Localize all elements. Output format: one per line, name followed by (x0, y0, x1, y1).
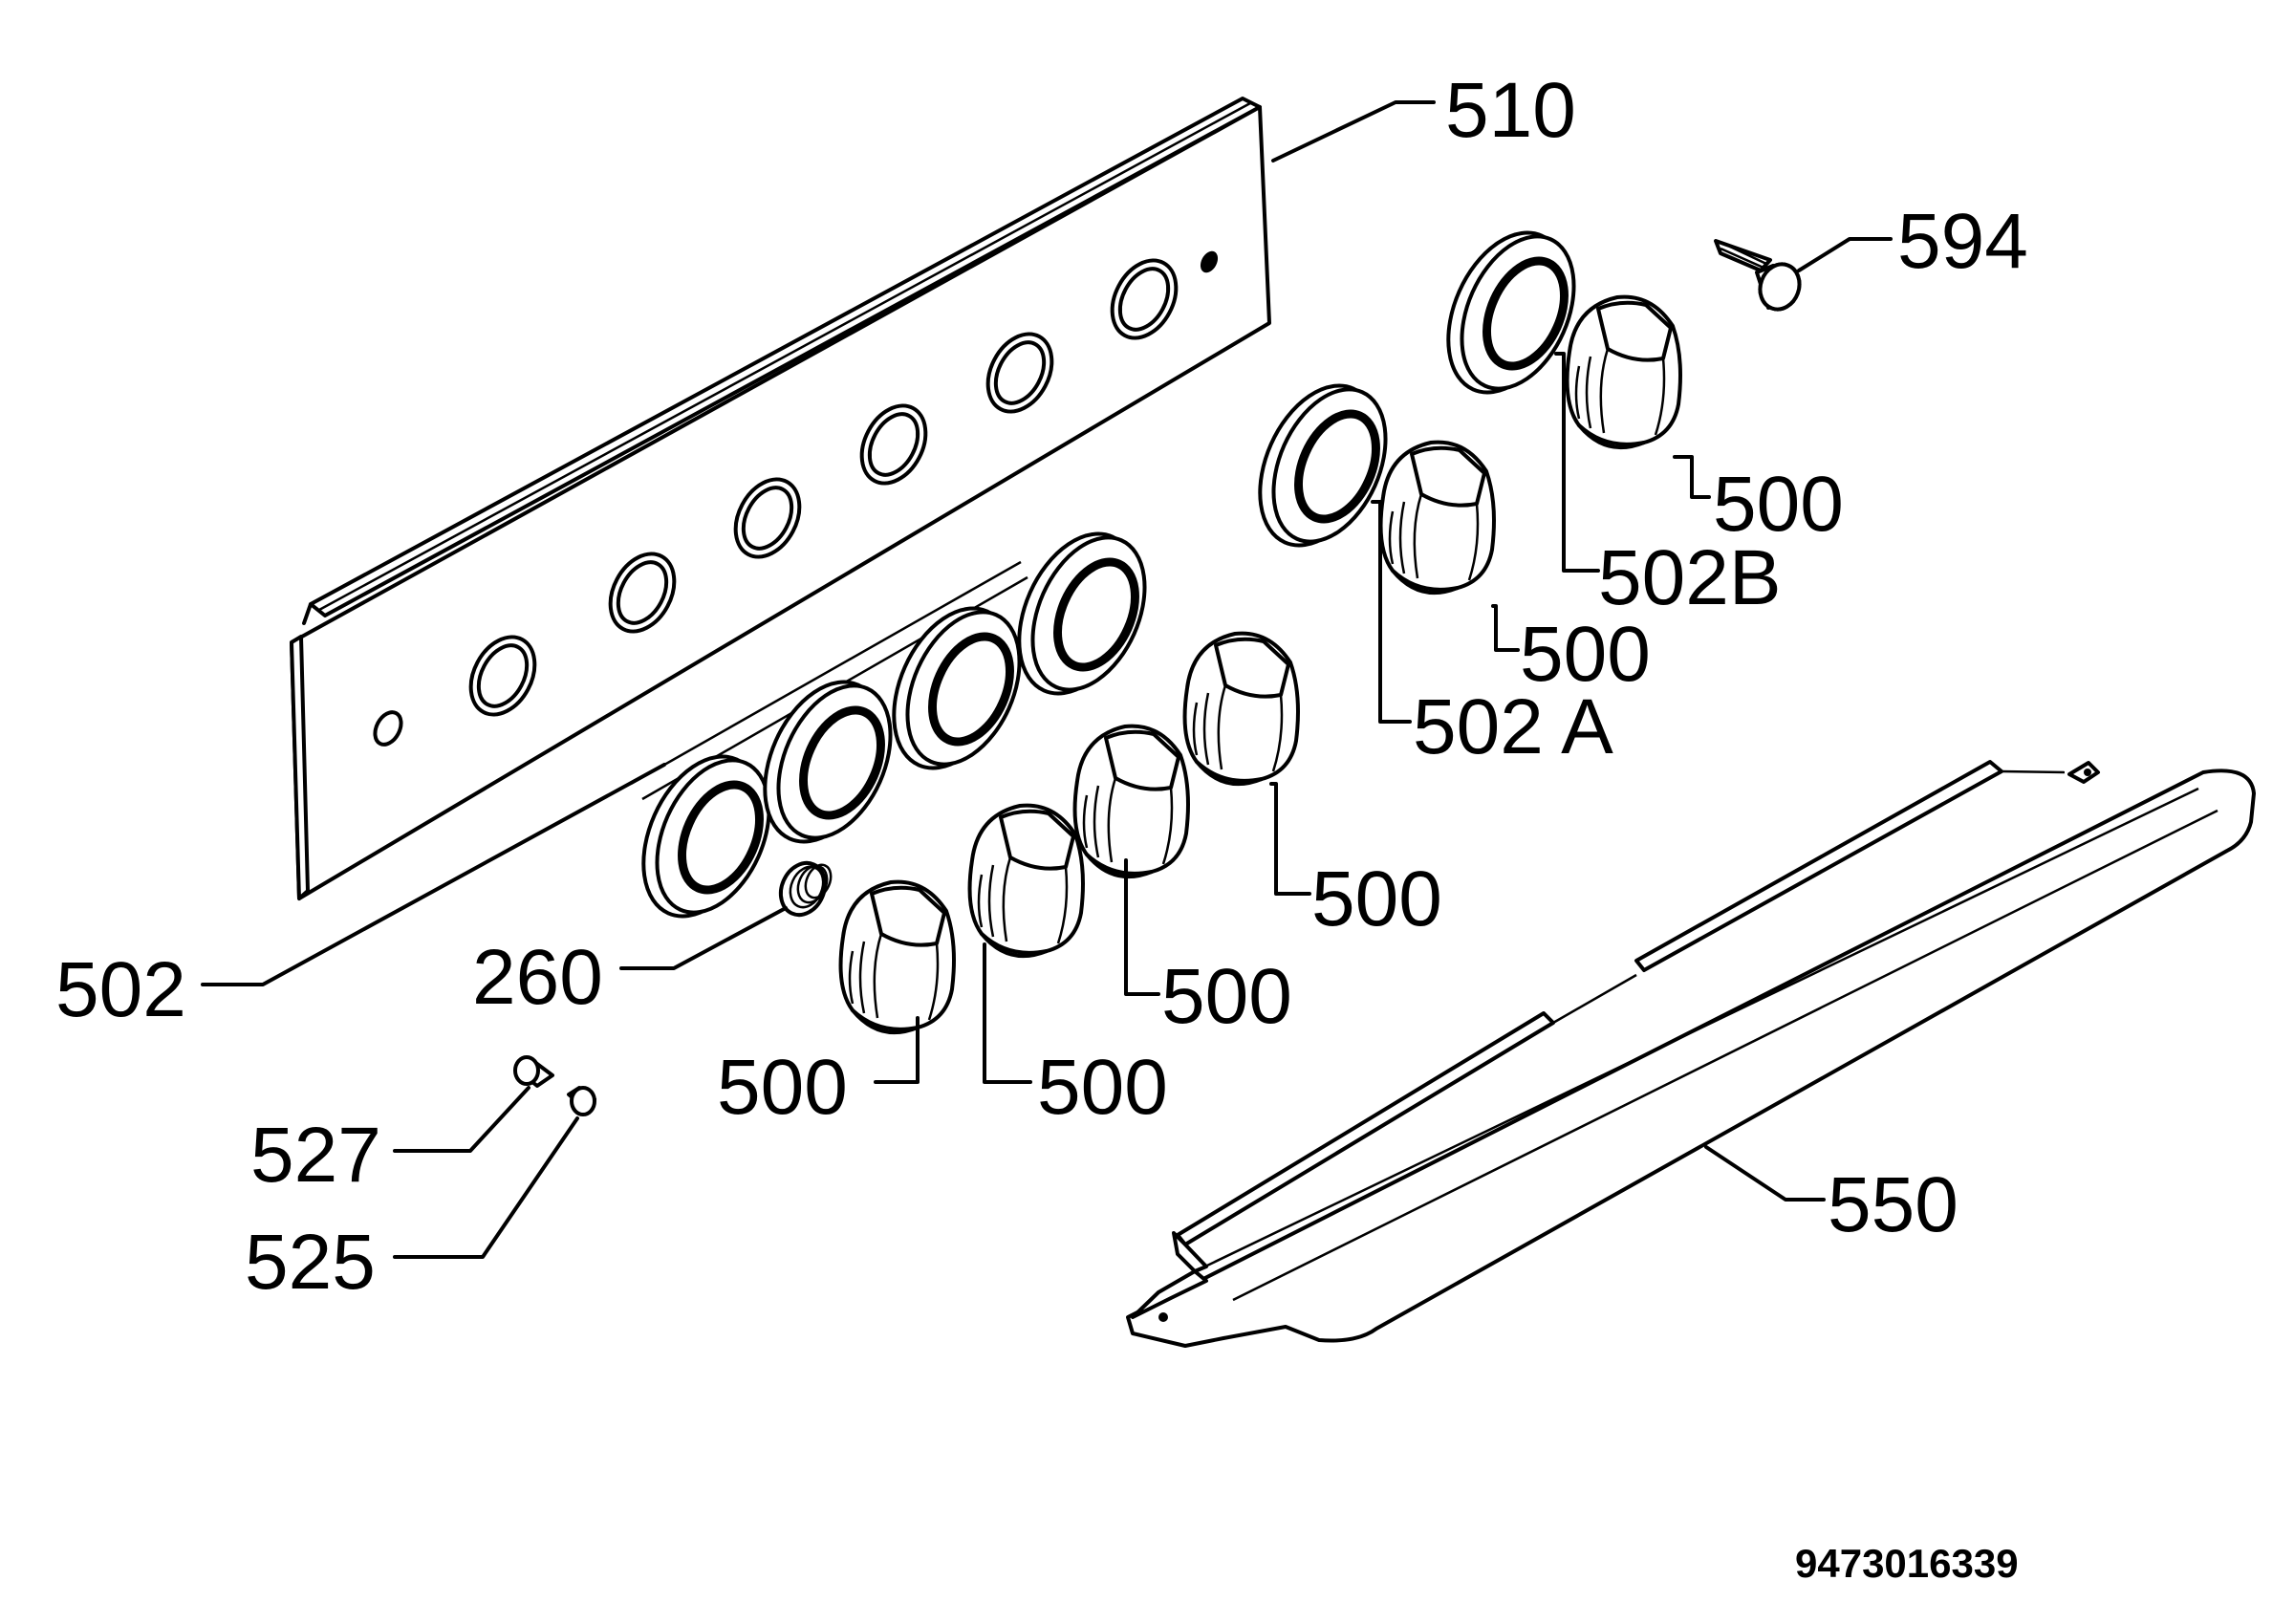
bezel-ring-502b (1446, 230, 1576, 395)
label-500-a: 500 (1713, 461, 1844, 548)
bezel-ring (763, 680, 893, 844)
document-number: 9473016339 (1795, 1541, 2019, 1586)
label-502: 502 (55, 946, 186, 1033)
label-527: 527 (250, 1112, 381, 1199)
control-knob (1378, 440, 1496, 595)
indicator-cap-525 (567, 1086, 596, 1116)
ignition-button-594 (1714, 239, 1802, 312)
control-knob (967, 803, 1085, 959)
label-510: 510 (1445, 67, 1576, 154)
label-525: 525 (245, 1219, 376, 1306)
spring-260 (778, 860, 833, 918)
control-panel-510 (290, 97, 1271, 900)
bezel-ring (892, 606, 1022, 770)
label-260: 260 (472, 934, 603, 1021)
control-knob (1565, 294, 1682, 450)
label-500-b: 500 (1520, 611, 1651, 698)
trim-strip-550 (1126, 760, 2256, 1348)
label-500-d: 500 (1161, 953, 1292, 1040)
label-550: 550 (1828, 1161, 1959, 1248)
label-500-c: 500 (1311, 855, 1442, 942)
bezel-ring (641, 754, 771, 919)
leader-lines (201, 100, 1893, 1259)
bezel-ring (1017, 531, 1147, 696)
control-knob (838, 879, 956, 1035)
control-knob (1182, 631, 1300, 787)
control-knob (1072, 724, 1190, 879)
label-502b: 502B (1598, 534, 1782, 621)
label-500-e: 500 (717, 1044, 848, 1131)
bezel-ring-row-502 (630, 531, 1147, 919)
indicator-lens-527 (513, 1055, 554, 1088)
label-500-f: 500 (1037, 1044, 1168, 1131)
bezel-ring-502a (1258, 383, 1388, 548)
callout-labels: 510 594 500 502B 500 502 A 500 500 502 2… (55, 67, 2028, 1586)
label-594: 594 (1897, 198, 2028, 285)
label-502a: 502 A (1413, 683, 1613, 770)
